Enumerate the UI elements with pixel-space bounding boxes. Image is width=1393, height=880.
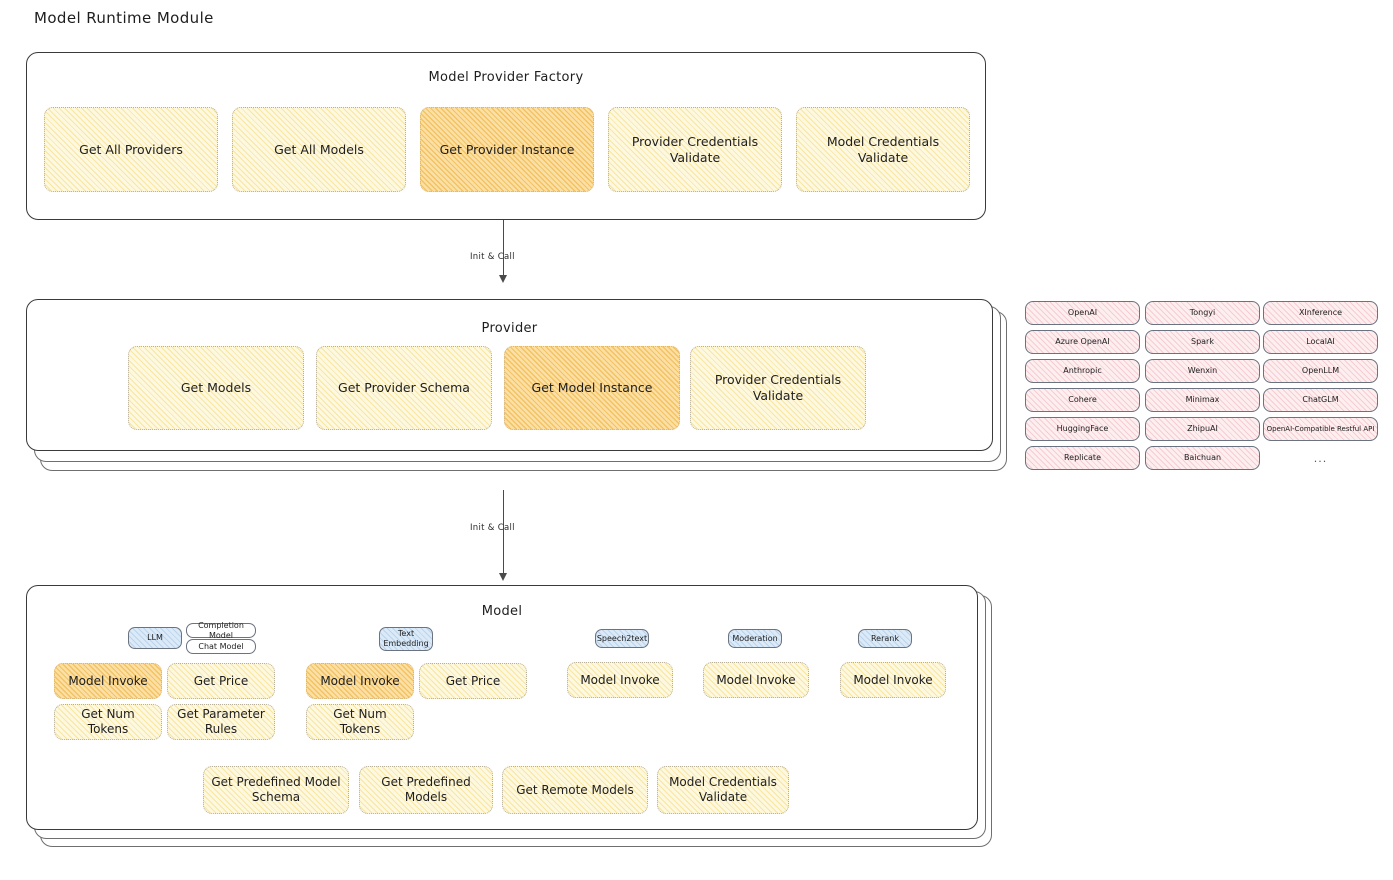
node-get-remote-models[interactable]: Get Remote Models (502, 766, 648, 814)
provider-chip-baichuan[interactable]: Baichuan (1145, 446, 1260, 470)
node-get-all-providers[interactable]: Get All Providers (44, 107, 218, 192)
node-provider-credentials-validate-2[interactable]: Provider Credentials Validate (690, 346, 866, 430)
provider-list-more-ellipsis: ... (1313, 452, 1328, 465)
model-type-tag-moderation[interactable]: Moderation (728, 629, 782, 648)
provider-chip-minimax[interactable]: Minimax (1145, 388, 1260, 412)
page-title: Model Runtime Module (34, 9, 214, 27)
arrow-provider-to-model-label: Init & Call (470, 523, 515, 533)
model-provider-factory-title: Model Provider Factory (428, 70, 584, 85)
provider-chip-azure-openai[interactable]: Azure OpenAI (1025, 330, 1140, 354)
provider-chip-cohere[interactable]: Cohere (1025, 388, 1140, 412)
node-text-embedding-get-price[interactable]: Get Price (419, 663, 527, 699)
node-get-models[interactable]: Get Models (128, 346, 304, 430)
arrow-factory-to-provider-line (503, 220, 505, 278)
provider-chip-openai[interactable]: OpenAI (1025, 301, 1140, 325)
model-subtype-chat-model[interactable]: Chat Model (186, 639, 256, 654)
node-llm-model-invoke[interactable]: Model Invoke (54, 663, 162, 699)
node-get-model-instance[interactable]: Get Model Instance (504, 346, 680, 430)
model-type-tag-text-embedding[interactable]: Text Embedding (379, 627, 433, 651)
model-subtype-completion-model[interactable]: Completion Model (186, 621, 256, 640)
provider-chip-chatglm[interactable]: ChatGLM (1263, 388, 1378, 412)
node-llm-get-price[interactable]: Get Price (167, 663, 275, 699)
node-get-provider-instance[interactable]: Get Provider Instance (420, 107, 594, 192)
node-get-all-models[interactable]: Get All Models (232, 107, 406, 192)
node-get-predefined-models[interactable]: Get Predefined Models (359, 766, 493, 814)
node-moderation-model-invoke[interactable]: Model Invoke (703, 662, 809, 698)
node-rerank-model-invoke[interactable]: Model Invoke (840, 662, 946, 698)
model-type-tag-speech2text[interactable]: Speech2text (595, 629, 649, 648)
model-type-tag-llm[interactable]: LLM (128, 627, 182, 649)
node-get-predefined-model-schema[interactable]: Get Predefined Model Schema (203, 766, 349, 814)
provider-chip-xinference[interactable]: XInference (1263, 301, 1378, 325)
arrow-provider-to-model-head (499, 573, 507, 581)
model-type-tag-rerank[interactable]: Rerank (858, 629, 912, 648)
model-title: Model (481, 604, 523, 619)
provider-chip-anthropic[interactable]: Anthropic (1025, 359, 1140, 383)
provider-chip-replicate[interactable]: Replicate (1025, 446, 1140, 470)
provider-title: Provider (481, 321, 538, 336)
node-model-credentials-validate[interactable]: Model Credentials Validate (796, 107, 970, 192)
arrow-factory-to-provider-label: Init & Call (470, 252, 515, 262)
provider-chip-localai[interactable]: LocalAI (1263, 330, 1378, 354)
node-speech2text-model-invoke[interactable]: Model Invoke (567, 662, 673, 698)
provider-chip-openllm[interactable]: OpenLLM (1263, 359, 1378, 383)
node-text-embedding-model-invoke[interactable]: Model Invoke (306, 663, 414, 699)
provider-chip-tongyi[interactable]: Tongyi (1145, 301, 1260, 325)
node-llm-get-num-tokens[interactable]: Get Num Tokens (54, 704, 162, 740)
provider-chip-zhipuai[interactable]: ZhipuAI (1145, 417, 1260, 441)
node-text-embedding-get-num-tokens[interactable]: Get Num Tokens (306, 704, 414, 740)
provider-chip-wenxin[interactable]: Wenxin (1145, 359, 1260, 383)
provider-chip-openai-compatible-restful-api[interactable]: OpenAI-Compatible Restful API (1263, 417, 1378, 441)
node-provider-credentials-validate[interactable]: Provider Credentials Validate (608, 107, 782, 192)
node-get-provider-schema[interactable]: Get Provider Schema (316, 346, 492, 430)
provider-chip-huggingface[interactable]: HuggingFace (1025, 417, 1140, 441)
node-llm-get-parameter-rules[interactable]: Get Parameter Rules (167, 704, 275, 740)
arrow-provider-to-model-line (503, 490, 505, 578)
node-model-credentials-validate-3[interactable]: Model Credentials Validate (657, 766, 789, 814)
arrow-factory-to-provider-head (499, 275, 507, 283)
provider-chip-spark[interactable]: Spark (1145, 330, 1260, 354)
